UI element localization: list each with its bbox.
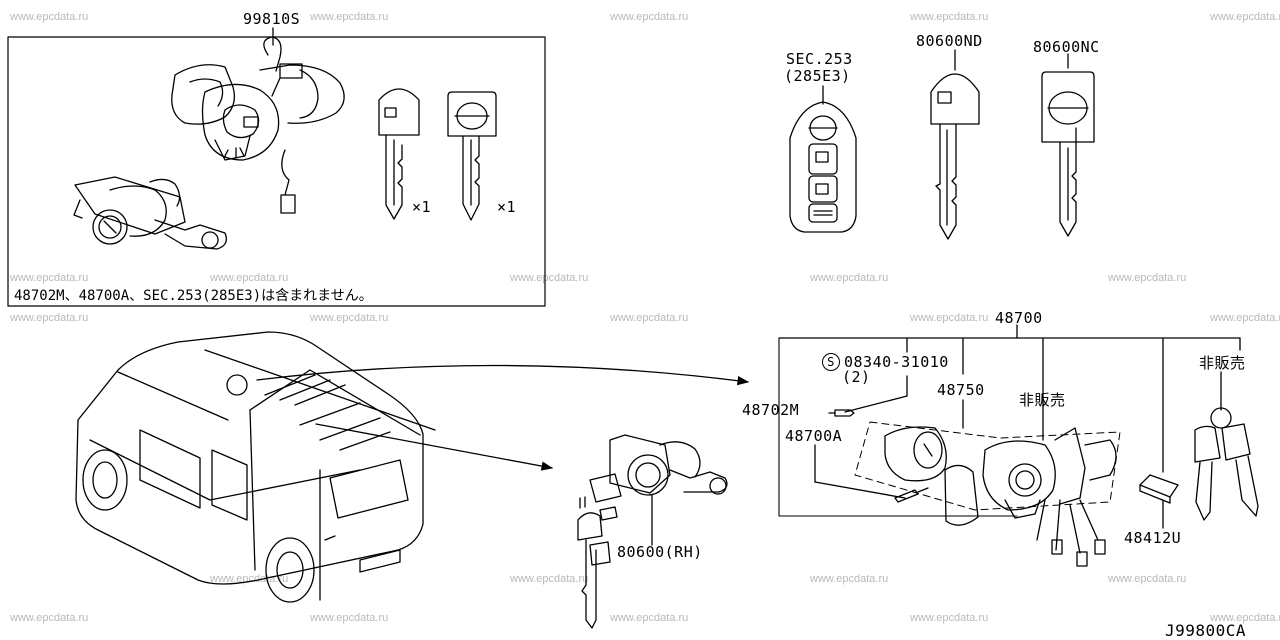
door-lock-cylinder-kit bbox=[73, 176, 228, 250]
key-square-head bbox=[447, 91, 497, 221]
watermark-r3c1: www.epcdata.ru bbox=[10, 312, 89, 324]
label-80600nc: 80600NC bbox=[1033, 38, 1100, 56]
watermark-r1c5: www.epcdata.ru bbox=[1210, 11, 1280, 23]
watermark-r2c5: www.epcdata.ru bbox=[1108, 272, 1187, 284]
label-not-sold-body: 非販売 bbox=[1019, 391, 1066, 409]
group-bracket-48700 bbox=[778, 337, 1018, 517]
label-sec253-sub: (285E3) bbox=[784, 67, 851, 85]
key-cylinder-48750 bbox=[884, 426, 947, 482]
label-qty-key1: ×1 bbox=[412, 198, 432, 216]
label-qty-key2: ×1 bbox=[497, 198, 517, 216]
watermark-r1c3: www.epcdata.ru bbox=[610, 11, 689, 23]
label-not-sold-keys: 非販売 bbox=[1199, 354, 1246, 372]
diagram-code: J99800CA bbox=[1165, 621, 1247, 640]
watermark-r1c1: www.epcdata.ru bbox=[10, 11, 89, 23]
connector-48412u bbox=[1139, 474, 1179, 504]
key-round-head bbox=[378, 88, 420, 220]
watermark-r3c5: www.epcdata.ru bbox=[1210, 312, 1280, 324]
smart-key-fob bbox=[789, 85, 857, 233]
screw-symbol: S bbox=[822, 353, 840, 371]
key-80600nd bbox=[930, 49, 980, 240]
kit-exclusion-note: 48702M、48700A、SEC.253(285E3)は含まれません。 bbox=[14, 288, 373, 304]
watermark-r4c4: www.epcdata.ru bbox=[1108, 573, 1187, 585]
watermark-r3c3: www.epcdata.ru bbox=[610, 312, 689, 324]
key-set-not-sold bbox=[1194, 407, 1259, 521]
steering-lock-body bbox=[944, 427, 1117, 567]
kit-box-frame bbox=[7, 36, 546, 307]
label-80600nd: 80600ND bbox=[916, 32, 983, 50]
label-48750: 48750 bbox=[937, 381, 985, 399]
watermark-r5c3: www.epcdata.ru bbox=[610, 612, 689, 624]
label-99810s: 99810S bbox=[243, 10, 301, 28]
watermark-r3c4: www.epcdata.ru bbox=[910, 312, 989, 324]
watermark-r2c1: www.epcdata.ru bbox=[10, 272, 89, 284]
watermark-r4c2: www.epcdata.ru bbox=[510, 573, 589, 585]
key-80600nc bbox=[1041, 53, 1095, 237]
watermark-r5c4: www.epcdata.ru bbox=[910, 612, 989, 624]
watermark-r2c3: www.epcdata.ru bbox=[510, 272, 589, 284]
label-48702m: 48702M bbox=[742, 401, 800, 419]
watermark-r1c2: www.epcdata.ru bbox=[310, 11, 389, 23]
arrow-to-door-lock bbox=[315, 423, 554, 471]
vehicle-body bbox=[75, 331, 436, 603]
ignition-switch-assembly bbox=[171, 36, 345, 214]
watermark-r5c5: www.epcdata.ru bbox=[1210, 612, 1280, 624]
watermark-r4c1: www.epcdata.ru bbox=[210, 573, 289, 585]
exploded-dashed-outline bbox=[854, 421, 1121, 511]
watermark-r2c4: www.epcdata.ru bbox=[810, 272, 889, 284]
label-08340-qty: (2) bbox=[842, 368, 871, 386]
label-sec253: SEC.253 bbox=[786, 50, 853, 68]
watermark-r2c2: www.epcdata.ru bbox=[210, 272, 289, 284]
label-48412u: 48412U bbox=[1124, 529, 1182, 547]
bolt-08340 bbox=[828, 409, 855, 417]
watermark-r5c1: www.epcdata.ru bbox=[10, 612, 89, 624]
bolt-lower bbox=[894, 487, 929, 503]
arrow-to-main-switch bbox=[256, 364, 750, 386]
label-48700: 48700 bbox=[995, 309, 1043, 327]
label-80600rh: 80600(RH) bbox=[617, 543, 703, 561]
watermark-r4c3: www.epcdata.ru bbox=[810, 573, 889, 585]
label-08340-31010: 08340-31010 bbox=[844, 353, 949, 371]
door-lock-rh-assembly bbox=[577, 434, 728, 629]
watermark-r5c2: www.epcdata.ru bbox=[310, 612, 389, 624]
watermark-r1c4: www.epcdata.ru bbox=[910, 11, 989, 23]
watermark-r3c2: www.epcdata.ru bbox=[310, 312, 389, 324]
label-48700a: 48700A bbox=[785, 427, 843, 445]
